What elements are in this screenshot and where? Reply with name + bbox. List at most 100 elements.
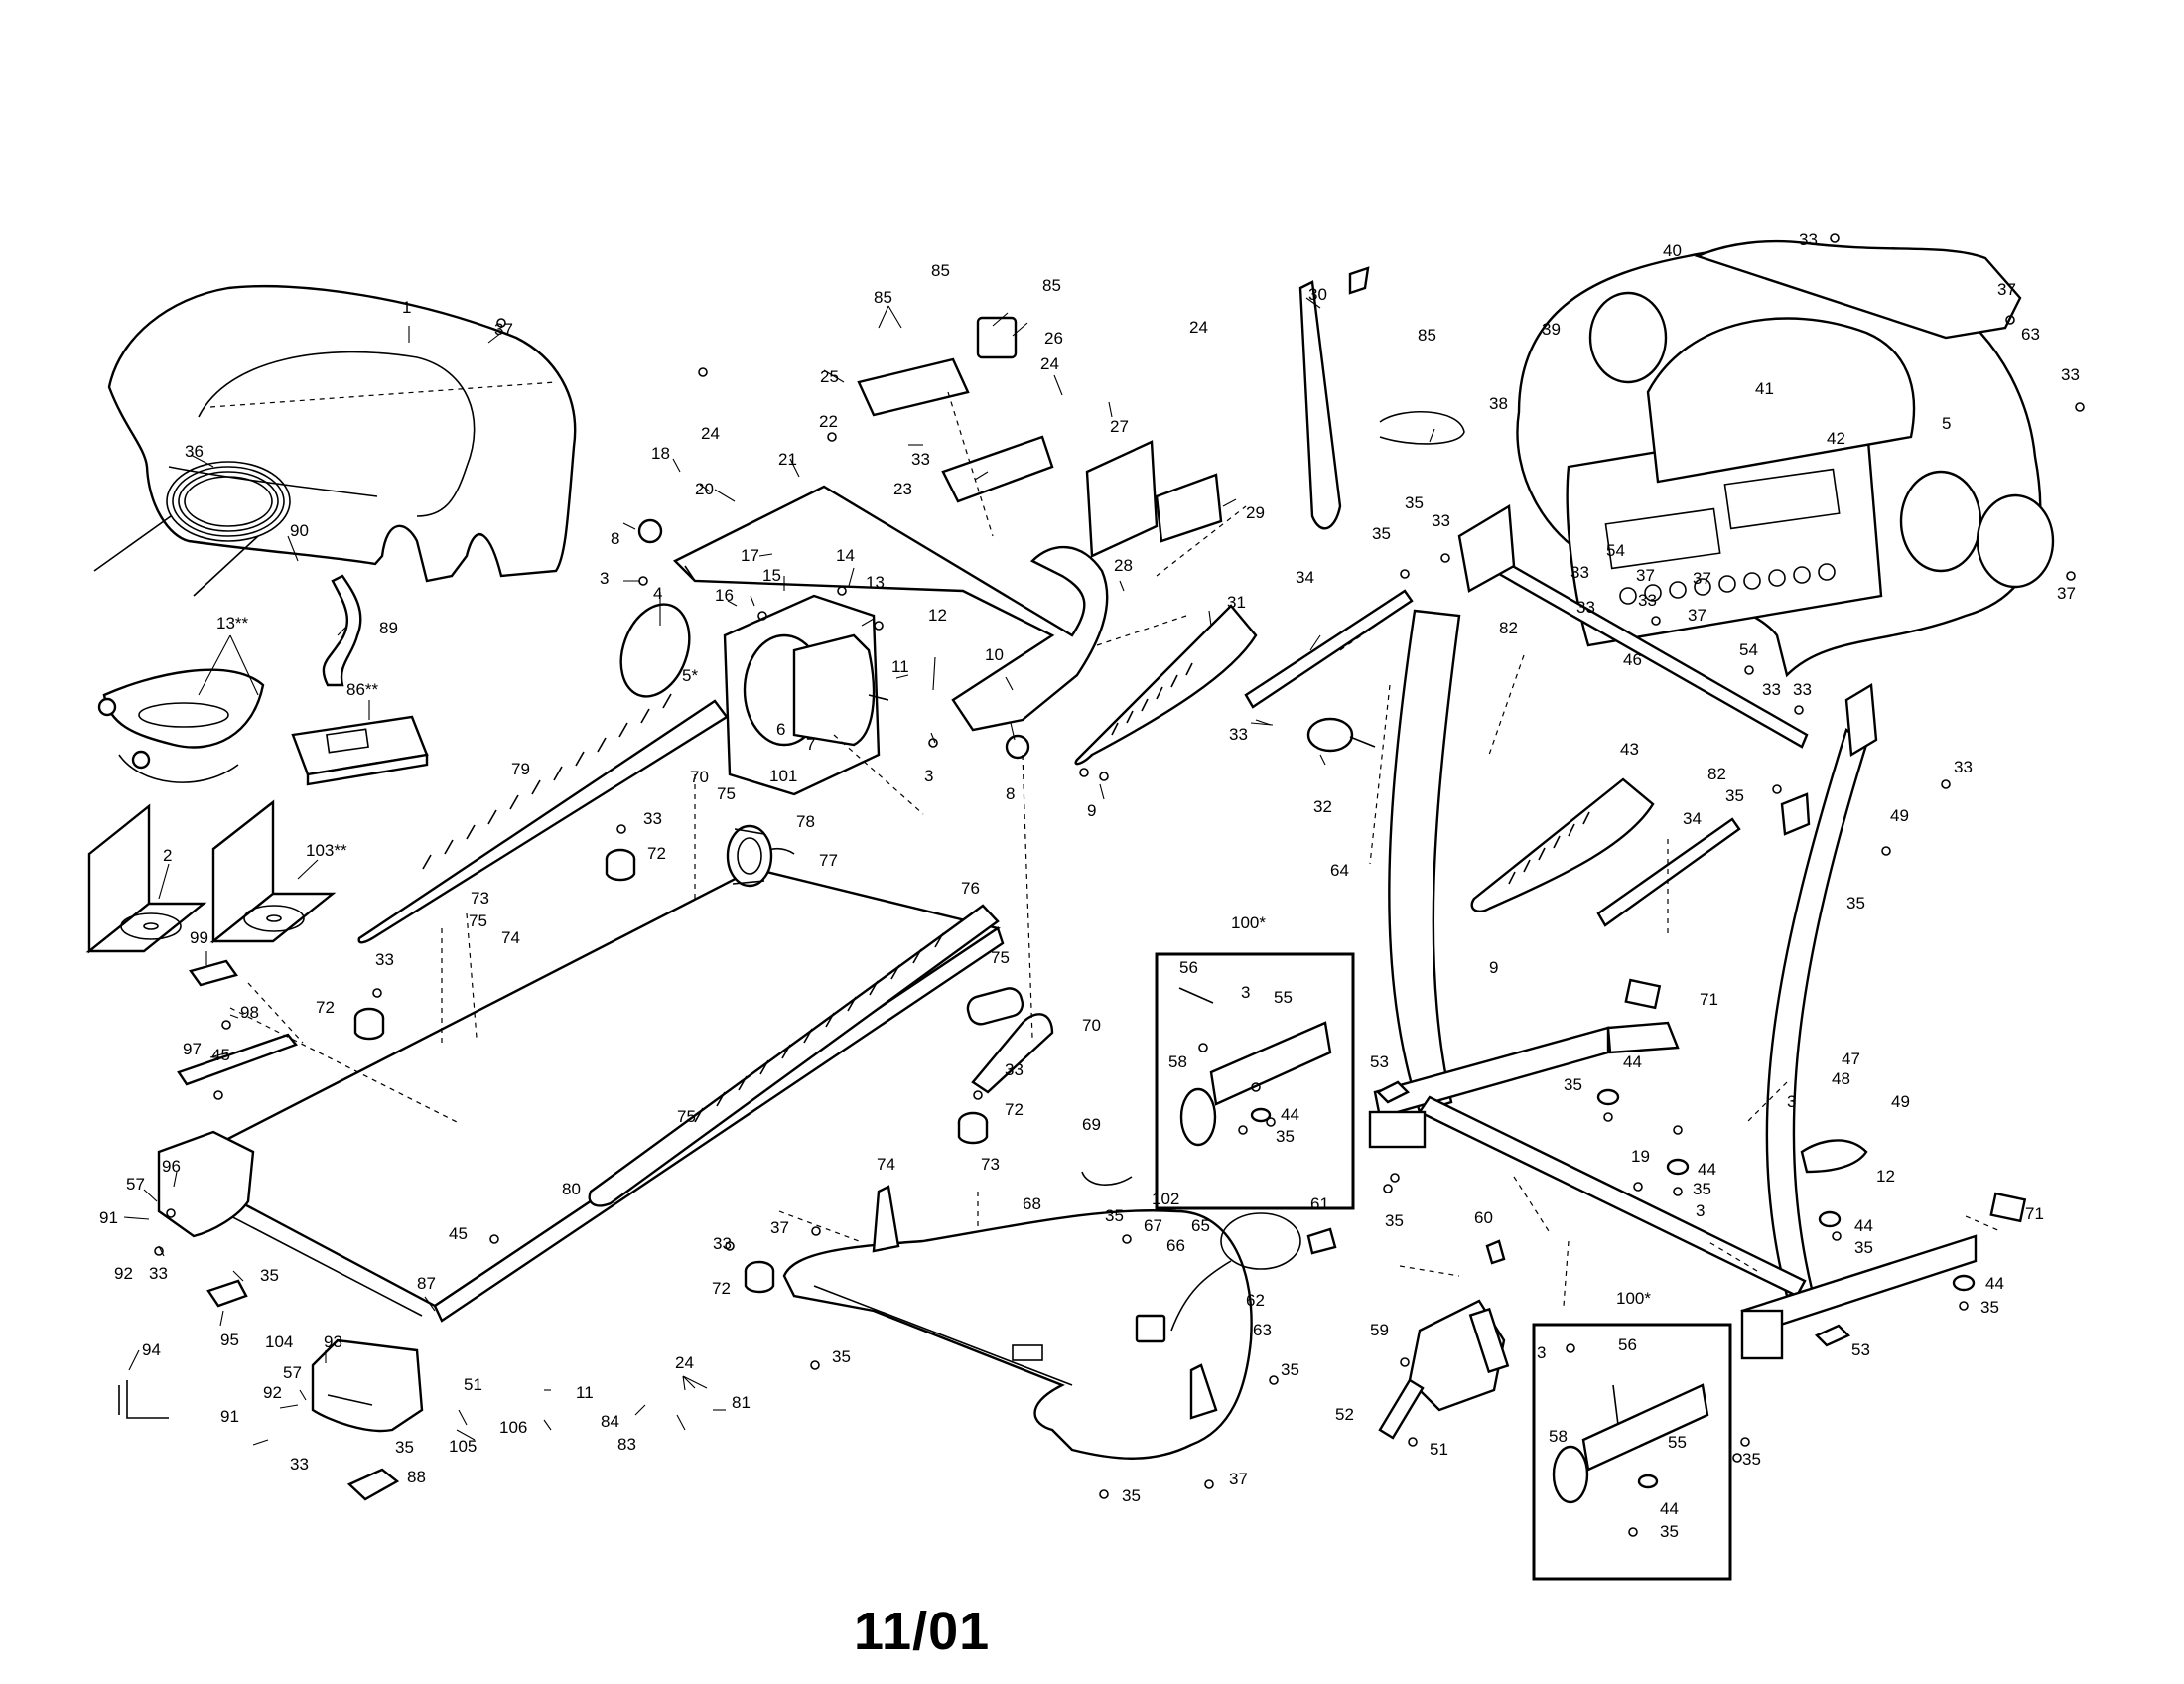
motor-frame-part bbox=[672, 485, 1109, 732]
label-22: 22 bbox=[819, 412, 838, 431]
label-90: 90 bbox=[290, 521, 309, 540]
motor-assembly-part bbox=[723, 594, 889, 796]
bracket-95-part bbox=[206, 1279, 248, 1308]
front-roller-part bbox=[726, 824, 773, 888]
label-31: 31 bbox=[1227, 593, 1246, 612]
label-100b: 100* bbox=[1616, 1289, 1651, 1308]
label-33: 33 bbox=[149, 1264, 168, 1283]
handrail-43-part bbox=[1470, 777, 1655, 912]
warning-decal-97-part bbox=[177, 1033, 298, 1086]
foot-pad-71-upper bbox=[1624, 978, 1662, 1010]
pad-53-right bbox=[1814, 1324, 1851, 1347]
label-14: 14 bbox=[836, 546, 855, 565]
pad-53-left bbox=[1375, 1080, 1411, 1104]
part-number-labels: 1 37 36 90 89 13** 86** 2 103** 99 98 97… bbox=[99, 230, 2080, 1541]
crossbar-34-upper-part bbox=[1244, 589, 1414, 709]
bracket-25-part bbox=[857, 357, 970, 417]
label-70: 70 bbox=[690, 768, 709, 786]
label-77: 77 bbox=[819, 851, 838, 870]
label-71: 71 bbox=[1700, 990, 1718, 1009]
label-81: 81 bbox=[732, 1393, 751, 1412]
label-37c: 37 bbox=[1229, 1470, 1248, 1488]
label-52: 52 bbox=[1335, 1405, 1354, 1424]
label-85c: 85 bbox=[1042, 276, 1061, 295]
label-44d: 44 bbox=[1854, 1216, 1873, 1235]
label-106: 106 bbox=[499, 1418, 527, 1437]
label-44c: 44 bbox=[1698, 1160, 1716, 1179]
label-21: 21 bbox=[778, 450, 797, 469]
label-73: 73 bbox=[471, 889, 489, 908]
controller-bracket-29-part bbox=[1155, 473, 1223, 543]
fastener-screws bbox=[154, 233, 2085, 1537]
label-2: 2 bbox=[163, 846, 172, 865]
label-72b: 72 bbox=[316, 998, 335, 1017]
label-42: 42 bbox=[1827, 429, 1845, 448]
label-59: 59 bbox=[1370, 1321, 1389, 1339]
label-16: 16 bbox=[715, 586, 734, 605]
wire-coil-part bbox=[93, 461, 291, 597]
right-foot-rail-part bbox=[588, 904, 1000, 1207]
label-72c: 72 bbox=[1005, 1100, 1024, 1119]
label-78: 78 bbox=[796, 812, 815, 831]
label-46: 46 bbox=[1623, 650, 1642, 669]
label-58b: 58 bbox=[1549, 1427, 1568, 1446]
label-73b: 73 bbox=[981, 1155, 1000, 1174]
label-8: 8 bbox=[611, 529, 619, 548]
label-35l: 35 bbox=[1564, 1075, 1582, 1094]
label-47: 47 bbox=[1842, 1050, 1860, 1068]
label-75d: 75 bbox=[677, 1107, 696, 1126]
label-18: 18 bbox=[651, 444, 670, 463]
label-43: 43 bbox=[1620, 740, 1639, 759]
label-13: 13** bbox=[216, 614, 249, 632]
label-49b: 49 bbox=[1891, 1092, 1910, 1111]
pulley-8-left-part bbox=[637, 518, 663, 544]
label-45b: 45 bbox=[449, 1224, 468, 1243]
label-33j: 33 bbox=[1799, 230, 1818, 249]
label-58: 58 bbox=[1168, 1052, 1187, 1071]
label-33k: 33 bbox=[2061, 365, 2080, 384]
label-32: 32 bbox=[1313, 797, 1332, 816]
incline-bracket-32-part bbox=[1306, 717, 1376, 753]
label-91b: 91 bbox=[220, 1407, 239, 1426]
label-35p: 35 bbox=[1980, 1298, 1999, 1317]
label-44f: 44 bbox=[1660, 1499, 1679, 1518]
power-cord-61-part bbox=[1170, 1212, 1337, 1332]
label-51: 51 bbox=[464, 1375, 482, 1394]
pulley-8-right-part bbox=[1005, 734, 1030, 760]
foot-pad-71-lower bbox=[1989, 1192, 2027, 1223]
hex-key-94-part bbox=[118, 1380, 169, 1419]
label-71b: 71 bbox=[2025, 1204, 2044, 1223]
label-13b: 13 bbox=[866, 573, 885, 592]
transformer-26-part bbox=[976, 316, 1018, 359]
label-33d: 33 bbox=[643, 809, 662, 828]
label-92: 92 bbox=[114, 1264, 133, 1283]
label-84: 84 bbox=[601, 1412, 619, 1431]
label-75b: 75 bbox=[469, 912, 487, 930]
label-24b: 24 bbox=[701, 424, 720, 443]
label-33f: 33 bbox=[1005, 1060, 1024, 1079]
label-37h: 37 bbox=[2057, 584, 2076, 603]
wire-69-part bbox=[1081, 1171, 1133, 1187]
label-96: 96 bbox=[162, 1157, 181, 1176]
label-6: 6 bbox=[776, 720, 785, 739]
label-35g: 35 bbox=[1276, 1127, 1295, 1146]
leveling-feet-44-parts bbox=[1596, 1088, 1976, 1292]
drive-belt-part bbox=[619, 603, 691, 698]
label-98: 98 bbox=[240, 1003, 259, 1022]
label-75: 75 bbox=[717, 784, 736, 803]
upright-and-base-frame-part bbox=[1368, 609, 1978, 1360]
label-33l: 33 bbox=[1570, 563, 1589, 582]
label-92b: 92 bbox=[263, 1383, 282, 1402]
label-3e: 3 bbox=[1696, 1201, 1705, 1220]
label-3c: 3 bbox=[1241, 983, 1250, 1002]
motor-hood-part bbox=[107, 284, 577, 583]
label-35f: 35 bbox=[1122, 1486, 1141, 1505]
label-86: 86** bbox=[346, 680, 379, 699]
label-69: 69 bbox=[1082, 1115, 1101, 1134]
label-60: 60 bbox=[1474, 1208, 1493, 1227]
base-pan-part bbox=[782, 1185, 1253, 1460]
label-105: 105 bbox=[449, 1437, 477, 1456]
label-49: 49 bbox=[1890, 806, 1909, 825]
bracket-right-82 bbox=[1780, 792, 1811, 836]
